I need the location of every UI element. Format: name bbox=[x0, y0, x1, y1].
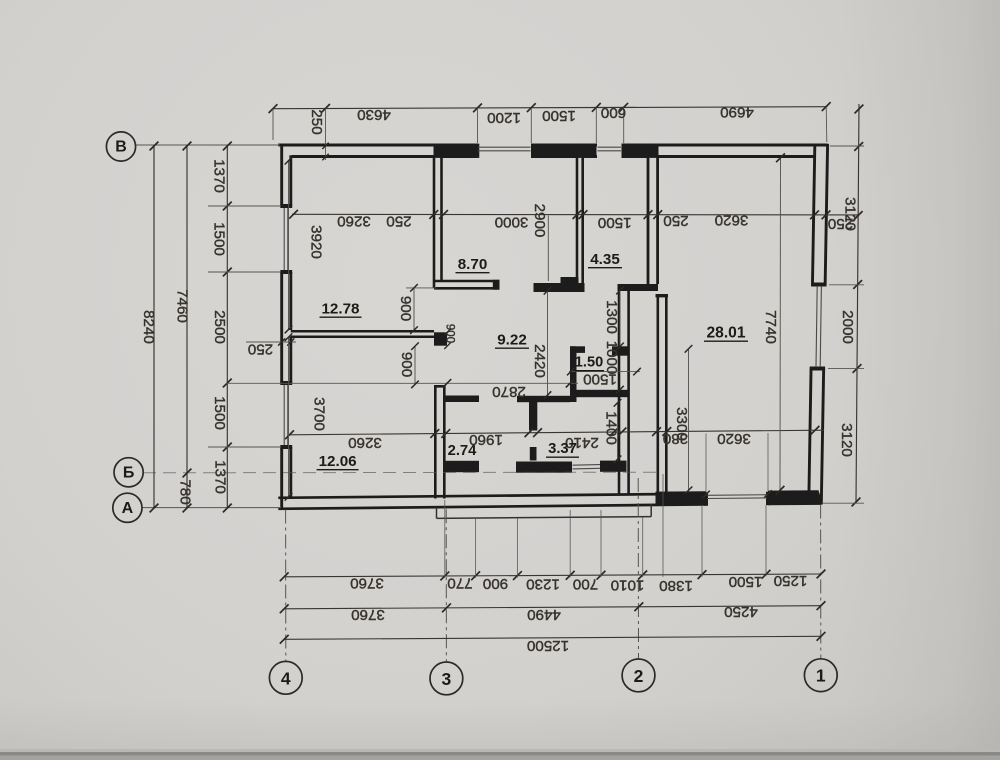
svg-text:3760: 3760 bbox=[350, 575, 384, 592]
svg-text:1500: 1500 bbox=[542, 107, 576, 124]
svg-text:250: 250 bbox=[248, 341, 273, 358]
svg-text:9.22: 9.22 bbox=[497, 332, 527, 349]
svg-text:1400: 1400 bbox=[603, 411, 620, 445]
svg-text:900: 900 bbox=[444, 324, 456, 343]
svg-text:3300: 3300 bbox=[673, 407, 690, 441]
svg-text:3700: 3700 bbox=[311, 397, 328, 431]
svg-text:4250: 4250 bbox=[724, 603, 758, 620]
svg-text:12500: 12500 bbox=[527, 637, 569, 654]
svg-text:4690: 4690 bbox=[720, 104, 754, 121]
svg-text:2420: 2420 bbox=[531, 344, 548, 378]
svg-text:3260: 3260 bbox=[337, 213, 371, 230]
svg-text:1300: 1300 bbox=[603, 300, 620, 334]
svg-text:770: 770 bbox=[447, 575, 472, 592]
svg-text:2.74: 2.74 bbox=[448, 443, 478, 459]
svg-text:1960: 1960 bbox=[469, 431, 503, 448]
svg-text:1380: 1380 bbox=[659, 577, 693, 594]
svg-text:1500: 1500 bbox=[598, 214, 632, 231]
svg-text:250: 250 bbox=[663, 212, 688, 229]
svg-text:2900: 2900 bbox=[531, 204, 548, 238]
svg-text:250: 250 bbox=[386, 213, 411, 230]
svg-text:2: 2 bbox=[634, 666, 644, 686]
svg-text:7740: 7740 bbox=[762, 310, 779, 344]
svg-text:2000: 2000 bbox=[839, 310, 856, 344]
svg-text:1010: 1010 bbox=[611, 577, 645, 594]
svg-text:1200: 1200 bbox=[487, 109, 521, 126]
svg-text:В: В bbox=[115, 139, 127, 156]
svg-text:1500: 1500 bbox=[729, 573, 763, 590]
svg-text:3.37: 3.37 bbox=[548, 441, 577, 457]
svg-text:4: 4 bbox=[281, 668, 291, 688]
svg-text:380: 380 bbox=[663, 430, 688, 447]
svg-text:1000: 1000 bbox=[603, 341, 620, 375]
svg-text:3920: 3920 bbox=[308, 225, 325, 259]
svg-text:Б: Б bbox=[123, 464, 135, 481]
svg-text:12.78: 12.78 bbox=[321, 301, 359, 318]
svg-text:900: 900 bbox=[483, 575, 508, 592]
svg-text:600: 600 bbox=[601, 104, 626, 121]
svg-text:250: 250 bbox=[828, 215, 853, 232]
svg-text:3000: 3000 bbox=[495, 214, 529, 231]
svg-text:8240: 8240 bbox=[140, 310, 157, 344]
svg-text:4.35: 4.35 bbox=[590, 251, 620, 268]
svg-text:1500: 1500 bbox=[211, 222, 228, 256]
svg-text:4630: 4630 bbox=[357, 106, 391, 123]
svg-text:3760: 3760 bbox=[351, 606, 385, 623]
svg-text:700: 700 bbox=[573, 576, 598, 593]
svg-text:900: 900 bbox=[398, 352, 415, 377]
svg-text:900: 900 bbox=[397, 296, 414, 321]
svg-text:3620: 3620 bbox=[717, 430, 751, 447]
svg-text:1250: 1250 bbox=[774, 572, 808, 589]
svg-text:250: 250 bbox=[308, 109, 325, 134]
svg-text:2410: 2410 bbox=[565, 434, 599, 451]
svg-text:3120: 3120 bbox=[842, 197, 859, 231]
svg-text:3620: 3620 bbox=[715, 212, 749, 229]
svg-text:8.70: 8.70 bbox=[458, 256, 488, 273]
svg-text:1230: 1230 bbox=[526, 576, 560, 593]
svg-text:7460: 7460 bbox=[174, 289, 191, 323]
svg-text:1500: 1500 bbox=[583, 371, 617, 388]
svg-text:3120: 3120 bbox=[838, 423, 855, 457]
svg-text:12.06: 12.06 bbox=[319, 453, 357, 470]
svg-text:1370: 1370 bbox=[211, 159, 228, 193]
svg-text:1500: 1500 bbox=[211, 396, 228, 430]
svg-text:4490: 4490 bbox=[527, 606, 561, 623]
svg-text:1.50: 1.50 bbox=[575, 355, 603, 371]
svg-text:3: 3 bbox=[442, 669, 452, 689]
svg-text:1370: 1370 bbox=[212, 460, 229, 494]
svg-text:3260: 3260 bbox=[348, 434, 382, 451]
svg-text:780: 780 bbox=[177, 479, 194, 504]
svg-text:А: А bbox=[122, 500, 134, 517]
svg-text:2870: 2870 bbox=[492, 383, 526, 400]
svg-text:28.01: 28.01 bbox=[706, 325, 745, 342]
svg-text:1: 1 bbox=[816, 666, 826, 686]
svg-text:2500: 2500 bbox=[211, 310, 228, 344]
